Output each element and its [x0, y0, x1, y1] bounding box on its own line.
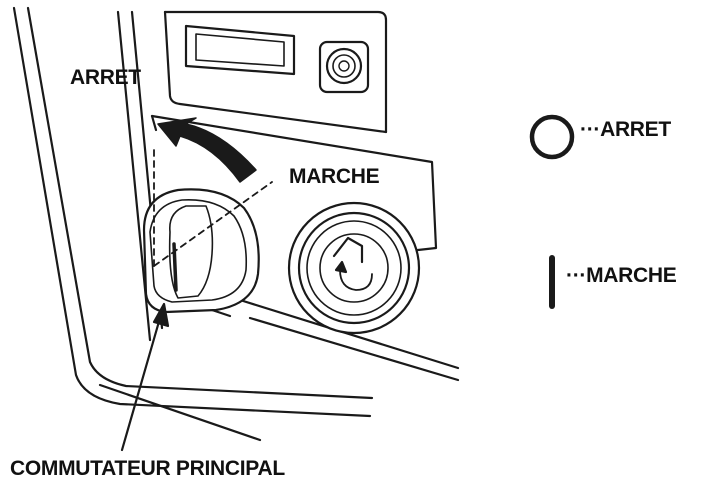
main-switch-knob — [142, 188, 260, 314]
main-switch-label: COMMUTATEUR PRINCIPAL — [10, 457, 285, 480]
housing-outline — [12, 6, 374, 442]
legend-on-text: ···MARCHE — [566, 264, 677, 287]
off-symbol-icon — [529, 114, 575, 160]
key-switch — [287, 201, 421, 335]
off-position-label: ARRET — [70, 66, 141, 89]
on-position-label: MARCHE — [289, 165, 380, 188]
main-switch-pointer — [120, 302, 170, 452]
outlet-socket — [318, 40, 370, 94]
indicator-window — [184, 24, 296, 76]
lower-panel — [150, 114, 460, 382]
rotation-arrow — [157, 117, 257, 183]
upper-panel — [163, 10, 388, 134]
legend-off-text: ···ARRET — [580, 118, 671, 141]
position-dashed-lines — [153, 149, 273, 267]
